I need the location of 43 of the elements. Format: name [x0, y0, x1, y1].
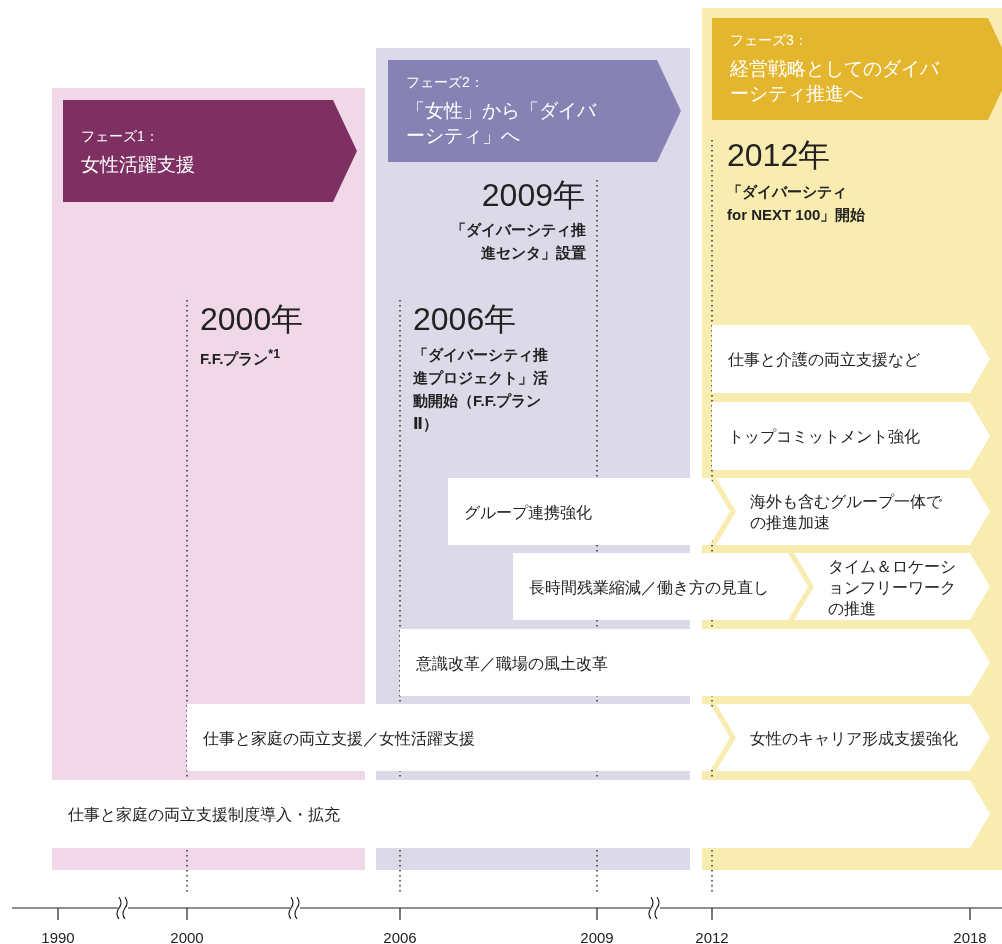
phase-title: 女性活躍支援 — [81, 153, 196, 177]
measure-banner — [187, 704, 730, 771]
axis-year: 2018 — [952, 928, 988, 944]
measure-banner — [712, 402, 990, 470]
event-text: 「ダイバーシティ for NEXT 100」開始 — [727, 182, 867, 225]
measure-label: 女性のキャリア形成支援強化 — [750, 728, 958, 748]
axis-year: 2012 — [694, 928, 730, 944]
phase-label: フェーズ2： — [406, 74, 484, 92]
measure-banner — [400, 629, 990, 696]
phase-banner — [63, 100, 357, 202]
measure-label: 海外も含むグループ一体での推進加速 — [750, 491, 943, 533]
year-heading: 2012年 — [727, 136, 831, 174]
year-heading: 2006年 — [413, 300, 517, 338]
phase-banner — [388, 60, 681, 162]
phase-title: 「女性」から「ダイバーシティ」へ — [406, 99, 598, 148]
event-text: 「ダイバーシティ推進センタ」設置 — [450, 220, 586, 263]
measure-label: タイム＆ロケーションフリーワークの推進 — [828, 556, 957, 618]
phase-banner — [712, 18, 1002, 120]
measure-label: トップコミットメント強化 — [728, 426, 920, 447]
measure-label: 仕事と家庭の両立支援／女性活躍支援 — [203, 728, 475, 748]
year-heading: 2009年 — [480, 176, 585, 214]
phase-label: フェーズ3： — [730, 32, 808, 50]
measure-label: グループ連携強化 — [464, 502, 592, 522]
measure-banner — [794, 553, 990, 620]
measure-label: 仕事と家庭の両立支援制度導入・拡充 — [68, 804, 340, 825]
measure-label: 仕事と介護の両立支援など — [728, 349, 920, 370]
measure-banner — [52, 780, 990, 848]
measure-banner — [712, 325, 990, 393]
phase-label: フェーズ1： — [81, 128, 159, 146]
axis-year: 1990 — [40, 928, 76, 944]
measure-label: 長時間残業縮減／働き方の見直し — [529, 577, 769, 597]
axis-year: 2006 — [382, 928, 418, 944]
measure-banner — [513, 553, 808, 620]
measure-banner — [716, 478, 990, 545]
axis-year: 2009 — [579, 928, 615, 944]
year-heading: 2000年 — [200, 300, 304, 338]
measure-banner — [716, 704, 990, 771]
event-text: F.F.プラン$^{*1}$ — [200, 346, 281, 369]
measure-label: 意識改革／職場の風土改革 — [416, 653, 608, 673]
event-text: 「ダイバーシティ推進プロジェクト」活動開始（F.F.プランⅡ） — [413, 345, 549, 434]
measure-banner — [448, 478, 730, 545]
phase-title: 経営戦略としてのダイバーシティ推進へ — [730, 57, 941, 106]
axis-year: 2000 — [169, 928, 205, 944]
